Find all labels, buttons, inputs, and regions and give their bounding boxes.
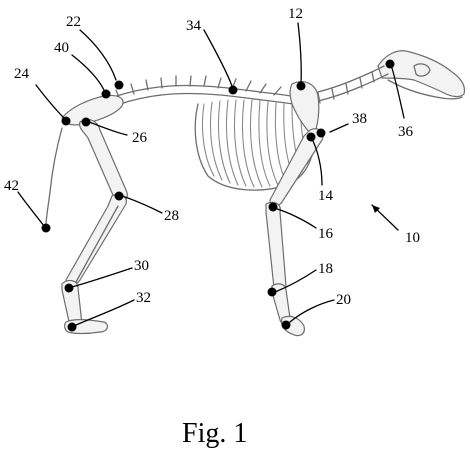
numeral-16: 16 — [318, 226, 334, 242]
leader-24 — [35, 84, 65, 119]
arrowhead-10 — [372, 205, 380, 213]
radius-ulna — [265, 201, 287, 293]
eye-orbit — [413, 63, 431, 77]
point-28 — [114, 191, 124, 201]
point-34 — [228, 85, 238, 95]
leader-18 — [274, 269, 317, 293]
figure-caption: Fig. 1 — [182, 418, 247, 449]
point-16 — [268, 202, 278, 212]
point-38 — [316, 128, 326, 138]
point-24 — [61, 116, 71, 126]
pelvis — [61, 94, 124, 126]
reference-numeral-labels: 10 12 14 16 18 20 22 24 26 28 30 32 34 3… — [4, 6, 420, 308]
point-14 — [306, 132, 316, 142]
mandible — [387, 79, 463, 100]
numeral-32: 32 — [136, 290, 151, 306]
numeral-14: 14 — [318, 188, 334, 204]
dog-skeleton — [45, 50, 466, 337]
thoracolumbar-spine — [87, 84, 305, 109]
numeral-34: 34 — [186, 18, 202, 34]
point-32 — [67, 322, 77, 332]
leader-40 — [71, 54, 105, 91]
point-30 — [64, 283, 74, 293]
numeral-22: 22 — [66, 14, 81, 30]
scapula — [289, 81, 320, 137]
numeral-18: 18 — [318, 261, 333, 277]
cervical-spine — [301, 65, 385, 97]
leader-28 — [121, 195, 163, 214]
dorsal-spinous-processes — [115, 75, 282, 101]
leader-30 — [71, 267, 133, 288]
leader-36 — [391, 67, 405, 119]
leader-34 — [203, 29, 233, 87]
numeral-12: 12 — [288, 6, 303, 22]
numeral-20: 20 — [336, 292, 351, 308]
thoracolumbar-spine-lower — [91, 92, 307, 117]
femur — [79, 118, 128, 203]
leader-26 — [88, 121, 128, 136]
numeral-40: 40 — [54, 40, 69, 56]
point-20 — [281, 320, 291, 330]
numeral-36: 36 — [398, 124, 414, 140]
numeral-24: 24 — [14, 66, 30, 82]
point-22 — [114, 80, 124, 90]
numeral-26: 26 — [132, 130, 148, 146]
leader-42 — [17, 191, 45, 227]
leader-20 — [289, 299, 335, 323]
leader-12 — [297, 22, 302, 85]
point-42 — [41, 223, 51, 233]
fibula — [75, 205, 119, 283]
point-36 — [385, 59, 395, 69]
reference-markers — [17, 22, 405, 332]
numeral-38: 38 — [352, 111, 367, 127]
point-12 — [296, 81, 306, 91]
numeral-28: 28 — [164, 208, 179, 224]
numeral-30: 30 — [134, 258, 149, 274]
leader-38 — [329, 123, 349, 133]
leader-32 — [75, 299, 135, 326]
hind-paw — [64, 319, 109, 335]
point-40 — [101, 89, 111, 99]
point-26 — [81, 117, 91, 127]
skull — [377, 50, 466, 98]
leader-22 — [79, 29, 117, 81]
humerus — [269, 128, 324, 207]
point-18 — [267, 287, 277, 297]
tail — [45, 127, 63, 227]
numeral-10: 10 — [405, 230, 420, 246]
leader-16 — [273, 207, 317, 229]
numeral-42: 42 — [4, 178, 19, 194]
